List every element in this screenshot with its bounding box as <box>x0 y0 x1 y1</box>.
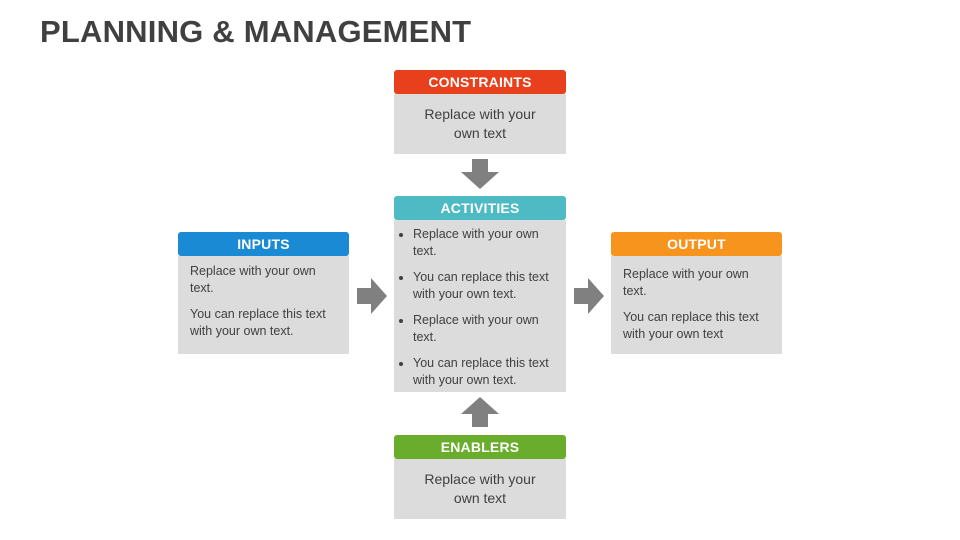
constraints-header: CONSTRAINTS <box>394 70 566 94</box>
activities-body: Replace with your own text. You can repl… <box>394 220 566 392</box>
activities-header: ACTIVITIES <box>394 196 566 220</box>
constraints-text: Replace with your own text <box>394 94 566 154</box>
enablers-header: ENABLERS <box>394 435 566 459</box>
activities-item: You can replace this text with your own … <box>413 355 556 389</box>
constraints-box: CONSTRAINTS Replace with your own text <box>394 70 566 154</box>
inputs-text: You can replace this text with your own … <box>190 307 326 338</box>
page-title: PLANNING & MANAGEMENT <box>40 14 472 49</box>
inputs-body: Replace with your own text. You can repl… <box>178 256 349 354</box>
arrow-right-icon <box>574 278 604 314</box>
activities-item: Replace with your own text. <box>413 226 556 260</box>
output-body: Replace with your own text. You can repl… <box>611 256 782 354</box>
enablers-box: ENABLERS Replace with your own text <box>394 435 566 519</box>
activities-item: Replace with your own text. <box>413 312 556 346</box>
inputs-text: Replace with your own text. <box>190 264 316 295</box>
activities-item: You can replace this text with your own … <box>413 269 556 303</box>
enablers-text: Replace with your own text <box>394 459 566 519</box>
output-text: You can replace this text with your own … <box>623 310 759 341</box>
arrow-up-icon <box>461 397 499 427</box>
activities-box: ACTIVITIES Replace with your own text. Y… <box>394 196 566 392</box>
output-header: OUTPUT <box>611 232 782 256</box>
arrow-right-icon <box>357 278 387 314</box>
output-text: Replace with your own text. <box>623 267 749 298</box>
arrow-down-icon <box>461 159 499 189</box>
inputs-header: INPUTS <box>178 232 349 256</box>
output-box: OUTPUT Replace with your own text. You c… <box>611 232 782 354</box>
inputs-box: INPUTS Replace with your own text. You c… <box>178 232 349 354</box>
